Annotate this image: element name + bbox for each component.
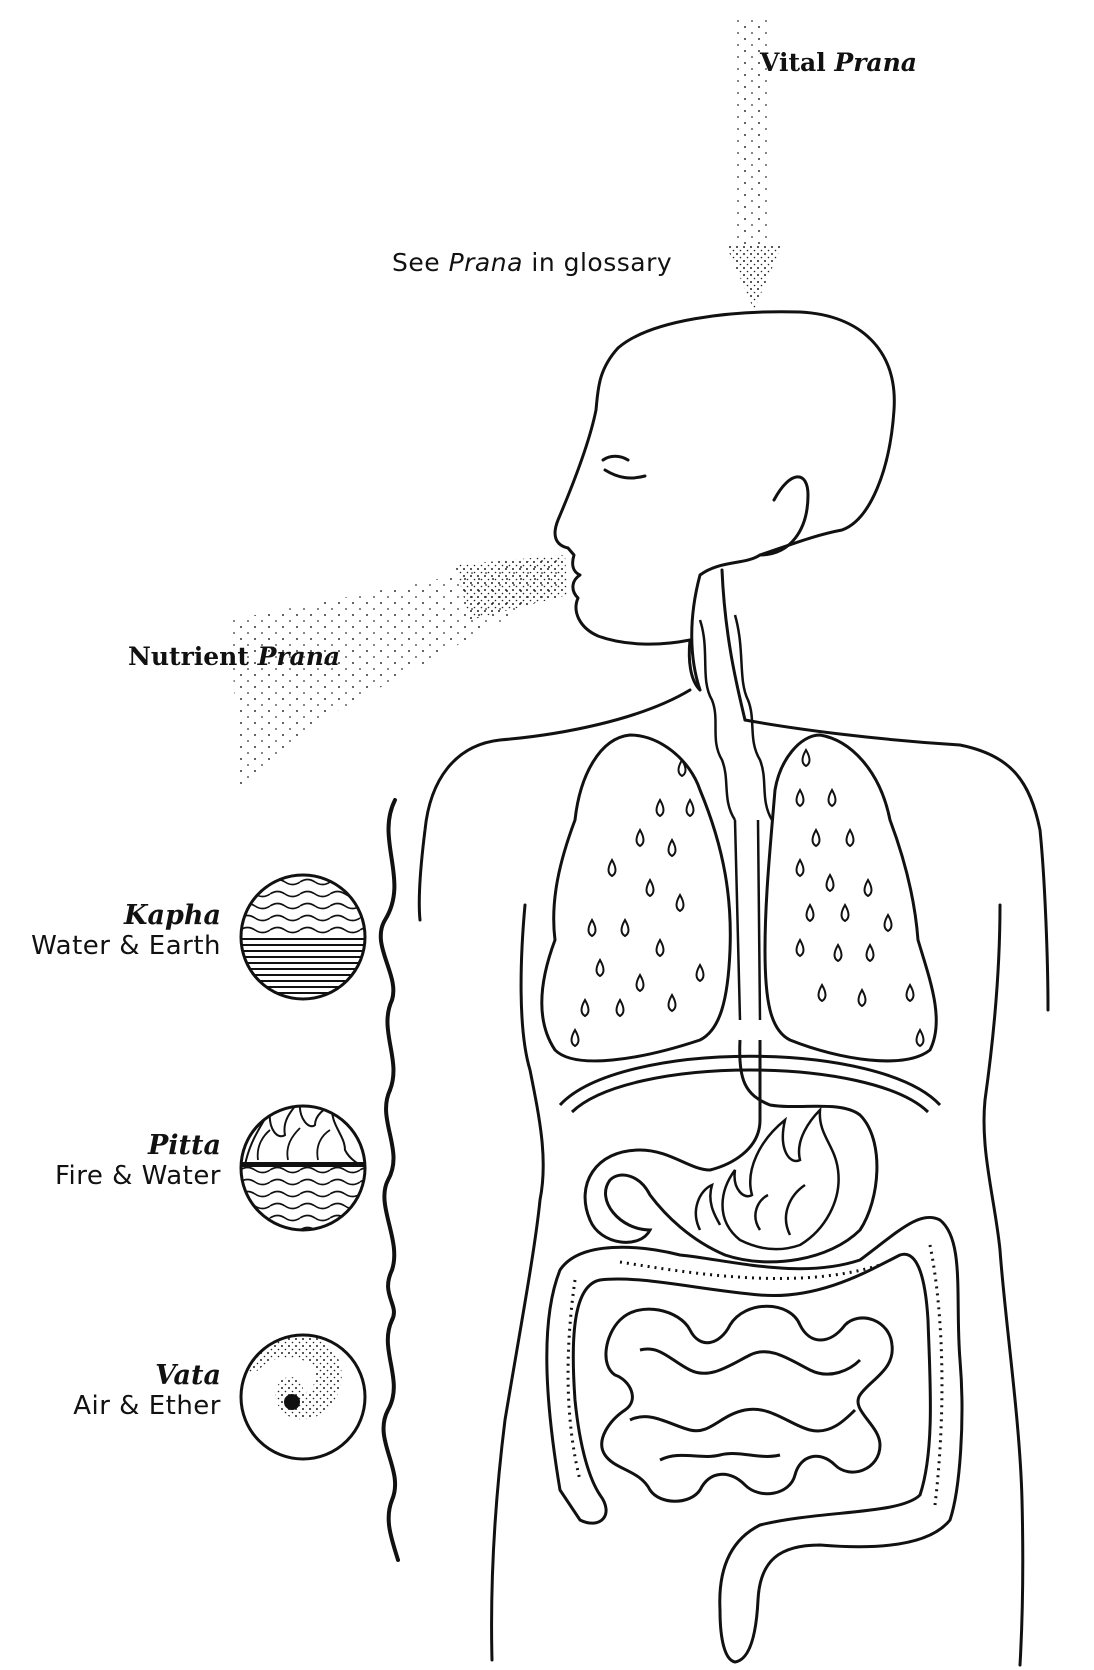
vital-prana-label: Vital Prana — [760, 48, 917, 77]
nutrient-prana-term: Prana — [258, 642, 341, 671]
kapha-label-group: Kapha Water & Earth — [31, 900, 221, 961]
nutrient-prana-word: Nutrient — [128, 642, 258, 671]
digestive-fire-icon — [696, 1110, 839, 1249]
vital-prana-word: Vital — [760, 48, 834, 77]
pitta-elements: Fire & Water — [55, 1161, 221, 1191]
lung-droplets — [572, 750, 924, 1046]
kapha-elements: Water & Earth — [31, 931, 221, 961]
water-earth-icon — [240, 875, 366, 999]
dosha-bracket — [381, 800, 398, 1560]
glossary-note-term: Prana — [449, 248, 523, 277]
vata-elements: Air & Ether — [73, 1391, 221, 1421]
kapha-name: Kapha — [31, 900, 221, 931]
pitta-name: Pitta — [55, 1130, 221, 1161]
nutrient-prana-stream — [230, 555, 568, 790]
vata-label-group: Vata Air & Ether — [73, 1360, 221, 1421]
diaphragm — [560, 1056, 940, 1112]
vital-prana-term: Prana — [834, 48, 917, 77]
body-outline — [419, 312, 1048, 1665]
glossary-note-after: in glossary — [523, 248, 672, 277]
small-intestine — [602, 1306, 892, 1501]
fire-water-icon — [240, 1100, 366, 1231]
pitta-label-group: Pitta Fire & Water — [55, 1130, 221, 1191]
glossary-note-before: See — [392, 248, 449, 277]
right-lung — [765, 735, 936, 1061]
vata-name: Vata — [73, 1360, 221, 1391]
left-lung — [542, 735, 731, 1061]
glossary-note: See Prana in glossary — [392, 248, 672, 277]
air-ether-icon — [241, 1335, 365, 1459]
large-intestine — [547, 1217, 962, 1662]
nutrient-prana-label: Nutrient Prana — [128, 642, 340, 671]
